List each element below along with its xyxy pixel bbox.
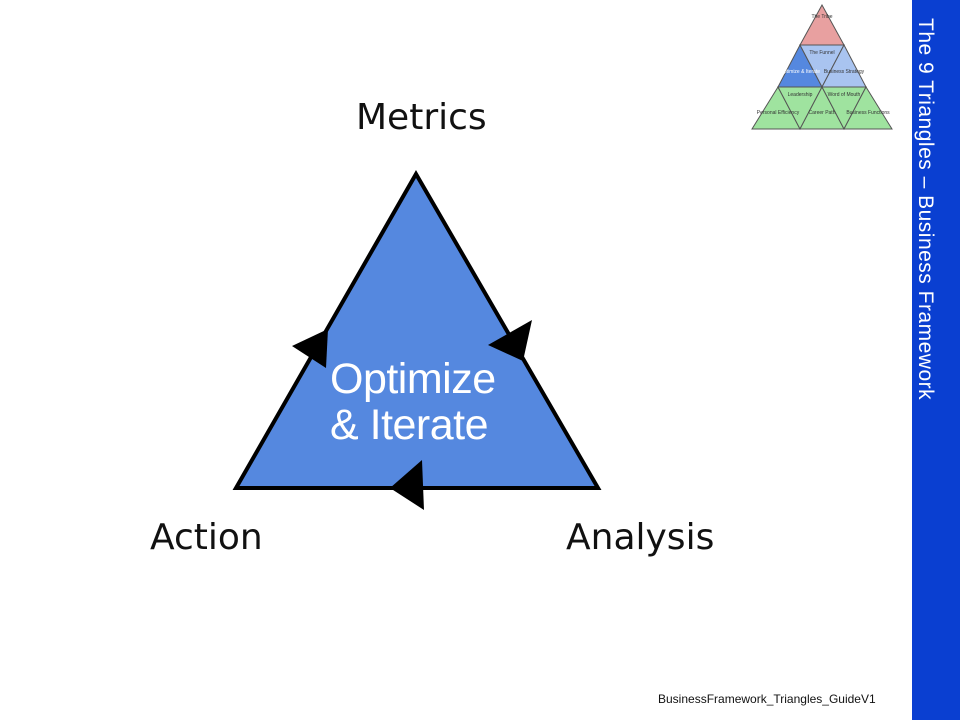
arrow-icon-right-edge — [488, 320, 532, 361]
label-metrics: Metrics — [356, 97, 487, 138]
center-title: Optimize & Iterate — [330, 356, 496, 448]
mini-label-optimize-iterate: Optimize & Iterate — [779, 69, 820, 75]
arrow-icon-left-edge — [292, 329, 328, 368]
mini-label-the-tribe: The Tribe — [811, 14, 833, 20]
framework-mini-map — [751, 4, 893, 131]
mini-label-the-funnel: The Funnel — [809, 50, 835, 56]
mini-cell-business-functions — [843, 85, 893, 130]
cycle-diagram — [232, 169, 602, 510]
sidebar-title: The 9 Triangles – Business Framework — [914, 18, 937, 401]
label-action: Action — [150, 517, 263, 558]
label-analysis: Analysis — [566, 517, 715, 558]
mini-cell-the-tribe — [799, 4, 845, 46]
mini-label-business-strategy: Business Strategy — [823, 69, 865, 75]
center-title-line1: Optimize — [330, 355, 496, 403]
mini-label-career-path: Career Path — [808, 110, 836, 116]
center-title-line2: & Iterate — [330, 401, 489, 449]
arrow-icon-bottom-edge — [390, 460, 424, 510]
mini-label-leadership: Leadership — [787, 92, 813, 98]
sidebar-banner — [912, 0, 960, 720]
mini-label-word-of-mouth: Word of Mouth — [827, 92, 861, 98]
mini-label-personal-efficiency: Personal Efficiency — [756, 110, 800, 116]
footer-doc-id: BusinessFramework_Triangles_GuideV1 — [658, 692, 876, 706]
mini-label-business-functions: Business Functions — [846, 110, 890, 116]
